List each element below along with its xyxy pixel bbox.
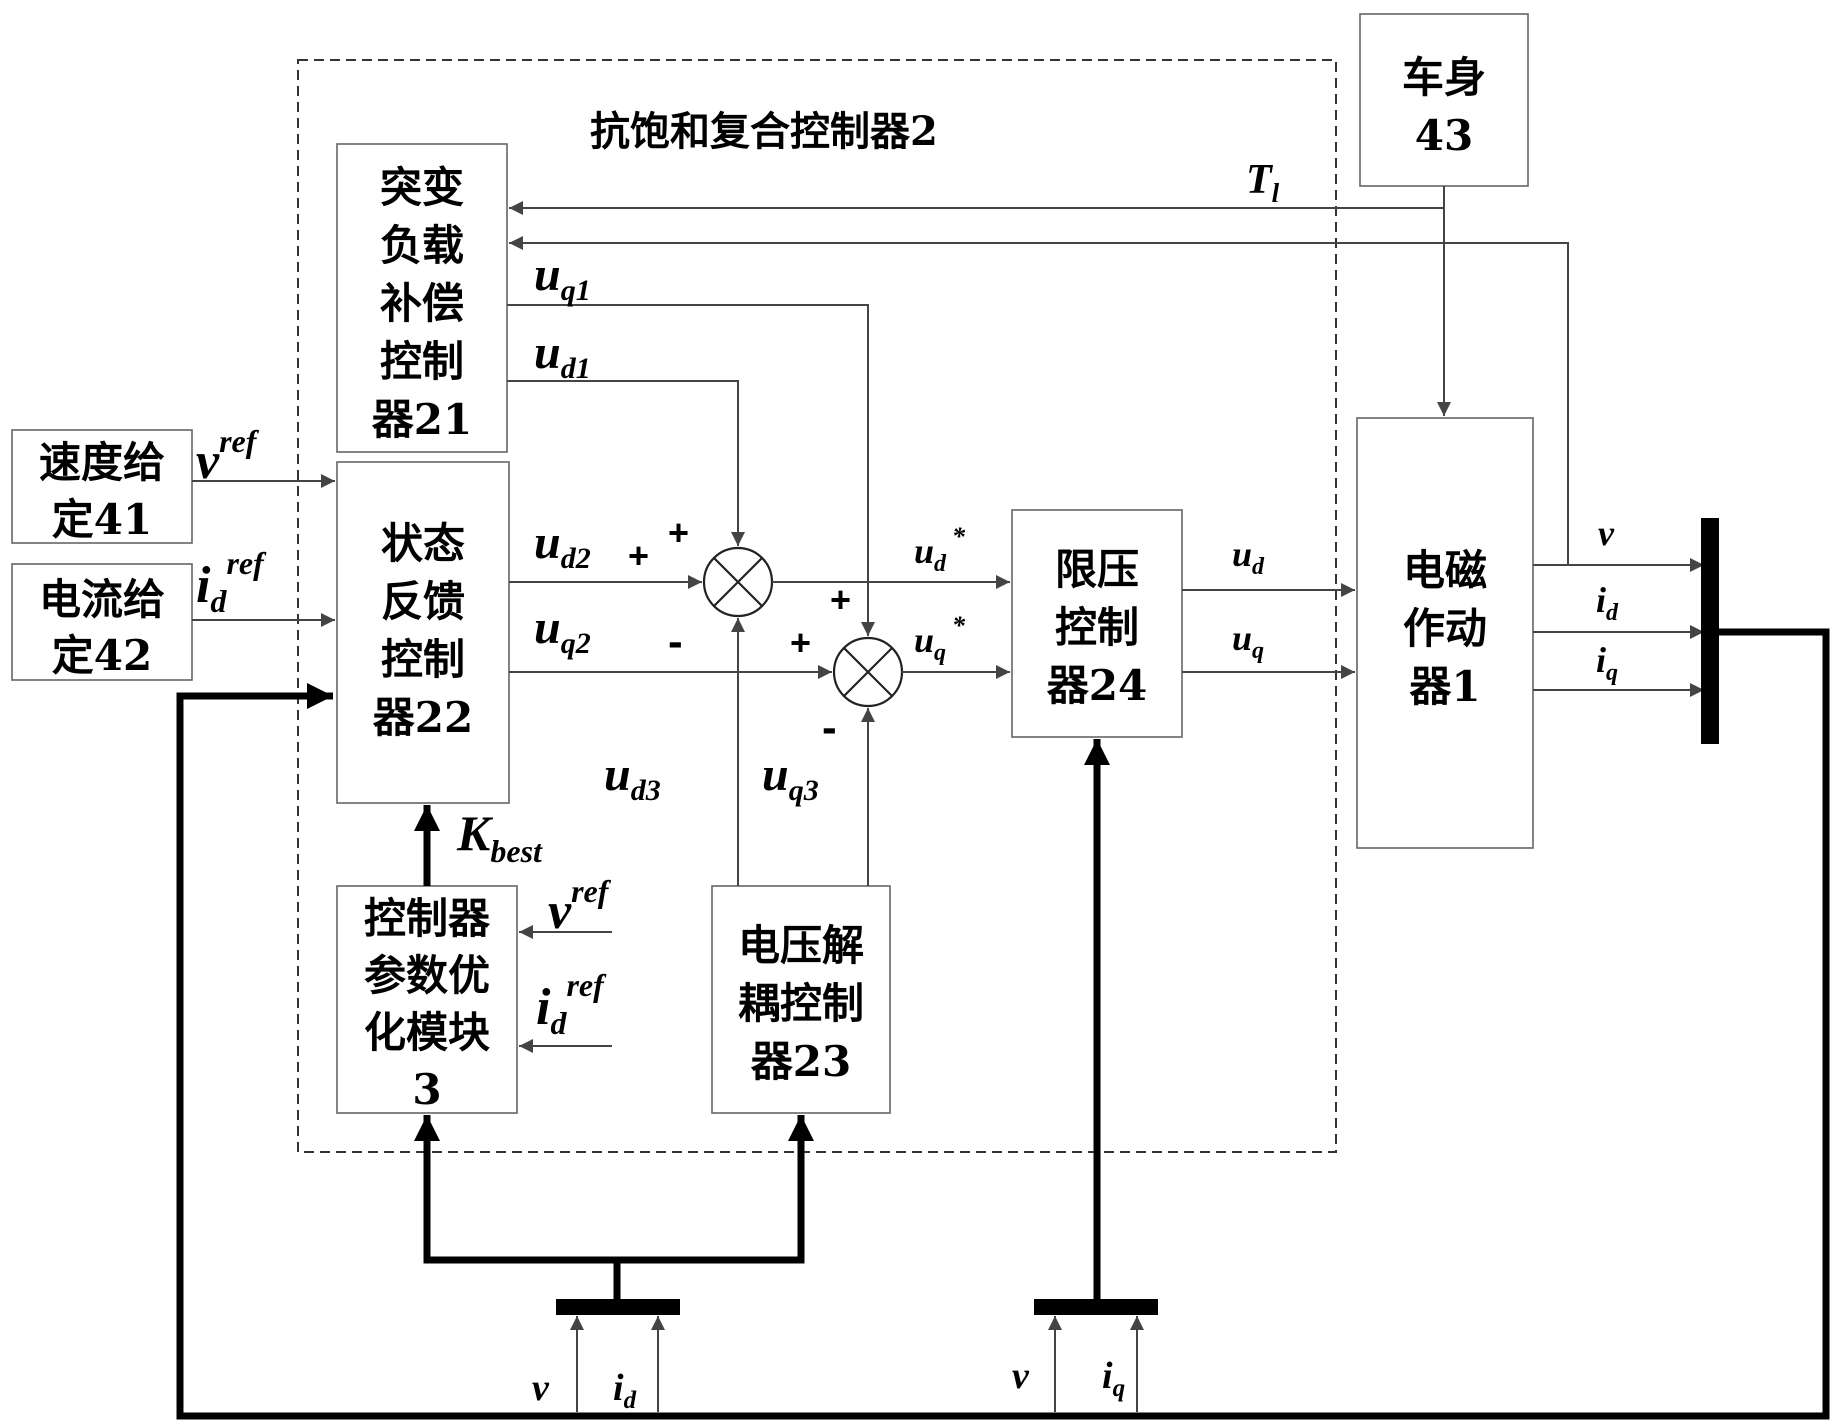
composite-controller-boundary — [297, 59, 1337, 1153]
vehicle-body-block: 车身 43 — [1359, 13, 1529, 187]
uq1-line — [507, 304, 875, 636]
svg-text:器24: 器24 — [1047, 661, 1147, 710]
sum-q-minus: - — [822, 703, 837, 752]
v-feedback-line — [509, 236, 1569, 565]
svg-text:电磁: 电磁 — [1403, 546, 1487, 595]
ud1-line — [507, 380, 745, 546]
sum-q-plus-top: + — [830, 579, 851, 620]
svg-text:突变: 突变 — [380, 163, 464, 212]
vref-label: vref — [196, 423, 260, 490]
svg-text:电流给: 电流给 — [39, 575, 165, 624]
bus2-v-label: v — [1012, 1355, 1030, 1397]
bus1-to-opt-line — [414, 1115, 621, 1300]
feedback-loop-line — [176, 628, 1830, 1420]
ud-star-label: ud* — [914, 522, 966, 577]
speed-reference-block: 速度给 定41 — [11, 429, 193, 544]
svg-text:车身: 车身 — [1402, 53, 1486, 102]
v-output-label: v — [1598, 513, 1615, 553]
current-reference-block: 电流给 定42 — [11, 563, 193, 681]
voltage-decoupling-controller-block: 电压解 耦控制 器23 — [711, 885, 891, 1114]
uq-label: uq — [1232, 618, 1264, 664]
load-compensation-controller-block: 突变 负载 补偿 控制 器21 — [336, 143, 508, 453]
svg-text:43: 43 — [1415, 111, 1473, 160]
svg-text:控制: 控制 — [380, 337, 464, 386]
thin-signal-lines — [192, 186, 1704, 1412]
sum-d-plus-top: + — [668, 512, 689, 553]
sum-d-minus: - — [668, 617, 683, 666]
uq3-label: uq3 — [762, 748, 819, 807]
svg-text:控制: 控制 — [1055, 603, 1139, 652]
iq-output-label: iq — [1596, 640, 1618, 686]
ud3-label: ud3 — [604, 748, 661, 807]
opt-vref-label: vref — [548, 873, 612, 940]
idref-label: idref — [196, 545, 267, 619]
svg-text:定42: 定42 — [52, 631, 152, 680]
summing-junction-q — [832, 636, 904, 708]
svg-text:控制器: 控制器 — [364, 894, 491, 943]
voltage-limit-controller-block: 限压 控制 器24 — [1011, 509, 1183, 738]
opt-idref-label: idref — [536, 967, 607, 1041]
bus1-to-dec-line — [617, 1115, 814, 1264]
svg-text:速度给: 速度给 — [39, 438, 165, 487]
bus1-id-label: id — [613, 1367, 637, 1414]
svg-text:器1: 器1 — [1409, 662, 1480, 711]
svg-text:限压: 限压 — [1055, 545, 1139, 594]
svg-text:3: 3 — [412, 1065, 441, 1114]
svg-text:负载: 负载 — [380, 221, 464, 270]
tl-line — [509, 186, 1445, 215]
uq-star-label: uq* — [914, 611, 966, 666]
svg-text:器23: 器23 — [751, 1037, 851, 1086]
bus2-iq-label: iq — [1102, 1355, 1125, 1402]
svg-text:状态: 状态 — [381, 519, 465, 568]
composite-controller-title: 抗饱和复合控制器2 — [590, 108, 938, 155]
ud1-label: ud1 — [534, 326, 591, 385]
svg-text:参数优: 参数优 — [364, 951, 490, 1000]
kbest-label: Kbest — [456, 805, 543, 869]
parameter-optimization-module-block: 控制器 参数优 化模块 3 — [336, 885, 518, 1114]
svg-text:器21: 器21 — [372, 395, 472, 444]
uq1-label: uq1 — [534, 248, 591, 307]
ud2-label: ud2 — [534, 516, 591, 575]
svg-text:反馈: 反馈 — [381, 577, 465, 626]
summing-junction-d — [702, 546, 774, 618]
thick-signal-lines — [176, 518, 1830, 1420]
state-feedback-controller-block: 状态 反馈 控制 器22 — [336, 461, 510, 804]
svg-text:电压解: 电压解 — [738, 921, 864, 970]
id-output-label: id — [1596, 580, 1619, 626]
svg-text:耦控制: 耦控制 — [738, 979, 864, 1028]
svg-text:器22: 器22 — [373, 693, 473, 742]
sum-q-plus-left: + — [790, 622, 811, 663]
ud-label: ud — [1232, 534, 1265, 580]
electromagnetic-actuator-block: 电磁 作动 器1 — [1356, 417, 1534, 849]
svg-text:化模块: 化模块 — [364, 1008, 490, 1057]
tl-label: Tl — [1246, 157, 1280, 208]
uq2-label: uq2 — [534, 601, 591, 660]
sum-d-plus-left: + — [628, 535, 649, 576]
bus1-v-label: v — [532, 1367, 550, 1409]
svg-text:作动: 作动 — [1403, 604, 1487, 653]
svg-text:补偿: 补偿 — [380, 279, 464, 328]
svg-text:定41: 定41 — [52, 495, 152, 544]
svg-text:控制: 控制 — [381, 635, 465, 684]
